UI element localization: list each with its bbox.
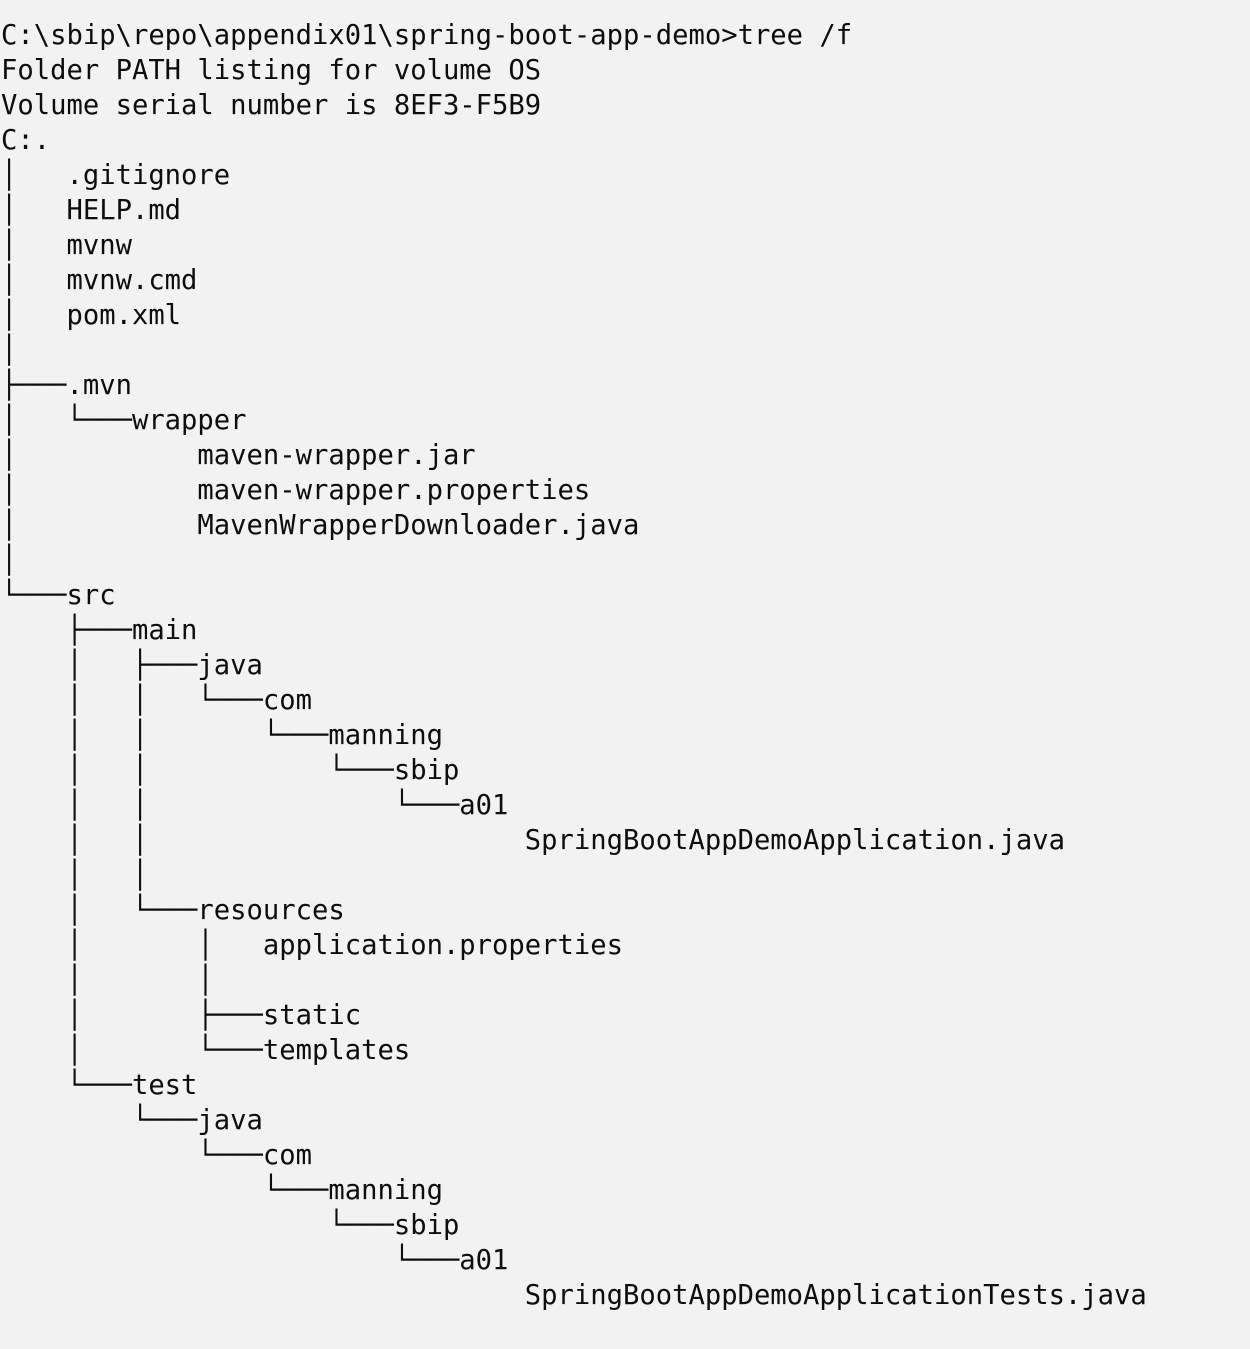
terminal-line: └───com [1,1140,312,1171]
terminal-line: │ │ └───com [1,685,312,716]
terminal-line: └───a01 [1,1245,509,1276]
terminal-line: │ ├───java [1,650,263,681]
terminal-line: SpringBootAppDemoApplicationTests.java [1,1280,1147,1311]
terminal-line: ├───.mvn [1,370,132,401]
terminal-line: │ ├───static [1,1000,362,1031]
terminal-line: │ mvnw.cmd [1,265,198,296]
terminal-line: │ [1,335,18,366]
terminal-line: │ maven-wrapper.properties [1,475,591,506]
terminal-line: │ maven-wrapper.jar [1,440,476,471]
terminal-line: ├───main [1,615,198,646]
terminal-line: └───java [1,1105,263,1136]
terminal-line: │ HELP.md [1,195,182,226]
terminal-line: │ MavenWrapperDownloader.java [1,510,640,541]
terminal-line: └───manning [1,1175,443,1206]
terminal-line: │ .gitignore [1,160,231,191]
terminal-line: │ │ [1,860,149,891]
tree-command-output: C:\sbip\repo\appendix01\spring-boot-app-… [1,20,1147,1311]
terminal-line: └───src [1,580,116,611]
terminal-line: │ └───templates [1,1035,411,1066]
terminal-line: │ └───wrapper [1,405,247,436]
terminal-line: └───test [1,1070,198,1101]
terminal-line: │ └───resources [1,895,345,926]
terminal-line: │ │ [1,965,214,996]
terminal-line: C:. [1,125,51,156]
terminal-line: └───sbip [1,1210,460,1241]
terminal-line: Folder PATH listing for volume OS [1,55,542,86]
terminal-line: │ │ └───sbip [1,755,460,786]
terminal-line: │ │ application.properties [1,930,623,961]
terminal-line: Volume serial number is 8EF3-F5B9 [1,90,542,121]
terminal-line: │ │ SpringBootAppDemoApplication.java [1,825,1065,856]
terminal-line: C:\sbip\repo\appendix01\spring-boot-app-… [1,20,853,51]
terminal-line: │ pom.xml [1,300,182,331]
terminal-line: │ │ └───manning [1,720,443,751]
terminal-line: │ mvnw [1,230,132,261]
terminal-line: │ [1,545,18,576]
terminal-line: │ │ └───a01 [1,790,509,821]
